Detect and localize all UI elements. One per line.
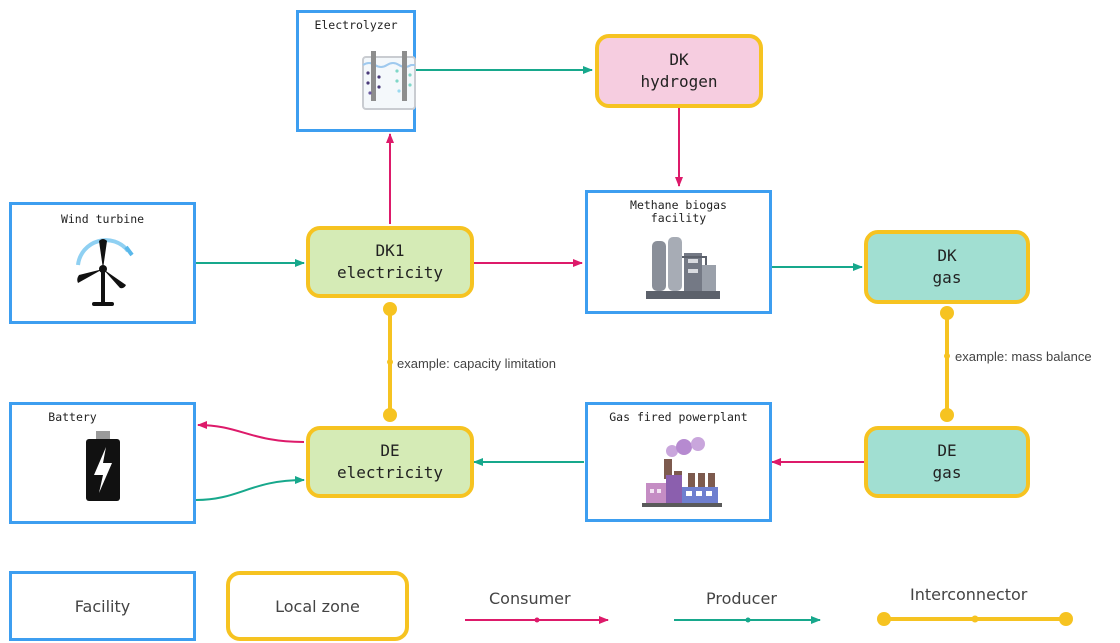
zone-de-gas: DE gas [864, 426, 1030, 498]
legend-consumer-line [465, 616, 609, 624]
zone-carrier: electricity [337, 263, 443, 282]
facility-title: Gas fired powerplant [609, 410, 748, 424]
zone-country: DE [937, 441, 957, 460]
wind-turbine-icon [76, 238, 134, 306]
legend-interconnector-label: Interconnector [910, 585, 1028, 604]
zone-country: DK [669, 50, 689, 69]
zone-dk-hydrogen: DK hydrogen [595, 34, 763, 108]
interconnector-note-electricity: example: capacity limitation [397, 356, 556, 371]
legend-local-zone-label: Local zone [275, 596, 360, 616]
producer-arrow-battery-to-de-electricity [195, 476, 305, 501]
zone-carrier: hydrogen [640, 72, 718, 91]
interconnector-note-gas: example: mass balance [955, 349, 1092, 364]
zone-de-electricity: DE electricity [306, 426, 474, 498]
zone-dk-gas: DK gas [864, 230, 1030, 304]
facility-title: Methane biogas facility [630, 198, 727, 225]
electrolyzer-icon [362, 51, 416, 110]
biogas-facility-icon [646, 237, 720, 299]
legend-local-zone-swatch: Local zone [226, 571, 409, 641]
zone-dk1-electricity: DK1 electricity [306, 226, 474, 298]
legend-consumer-label: Consumer [489, 589, 571, 608]
facility-gas-powerplant: Gas fired powerplant [585, 402, 772, 522]
zone-country: DE [380, 441, 400, 460]
battery-icon [86, 431, 120, 501]
zone-country: DK [937, 246, 957, 265]
legend-interconnector-line [877, 612, 1073, 626]
interconnector-electricity [383, 302, 397, 422]
facility-title: Wind turbine [60, 212, 145, 226]
zone-carrier: electricity [337, 463, 443, 482]
facility-electrolyzer: Electrolyzer [296, 10, 416, 132]
zone-carrier: gas [932, 268, 962, 287]
zone-carrier: gas [932, 463, 962, 482]
facility-methane-biogas: Methane biogas facility [585, 190, 772, 314]
facility-title: Electrolyzer [314, 18, 398, 32]
legend-producer-line [674, 616, 821, 624]
factory-icon [642, 437, 722, 507]
legend-facility-label: Facility [74, 596, 131, 616]
facility-title: Battery [48, 410, 97, 424]
interconnector-gas [940, 306, 954, 422]
consumer-arrow-de-electricity-to-battery [197, 421, 305, 443]
zone-country: DK1 [375, 241, 405, 260]
facility-battery: Battery [9, 402, 196, 524]
legend-producer-label: Producer [706, 589, 777, 608]
facility-wind-turbine: Wind turbine [9, 202, 196, 324]
legend-facility-swatch: Facility [9, 571, 196, 641]
